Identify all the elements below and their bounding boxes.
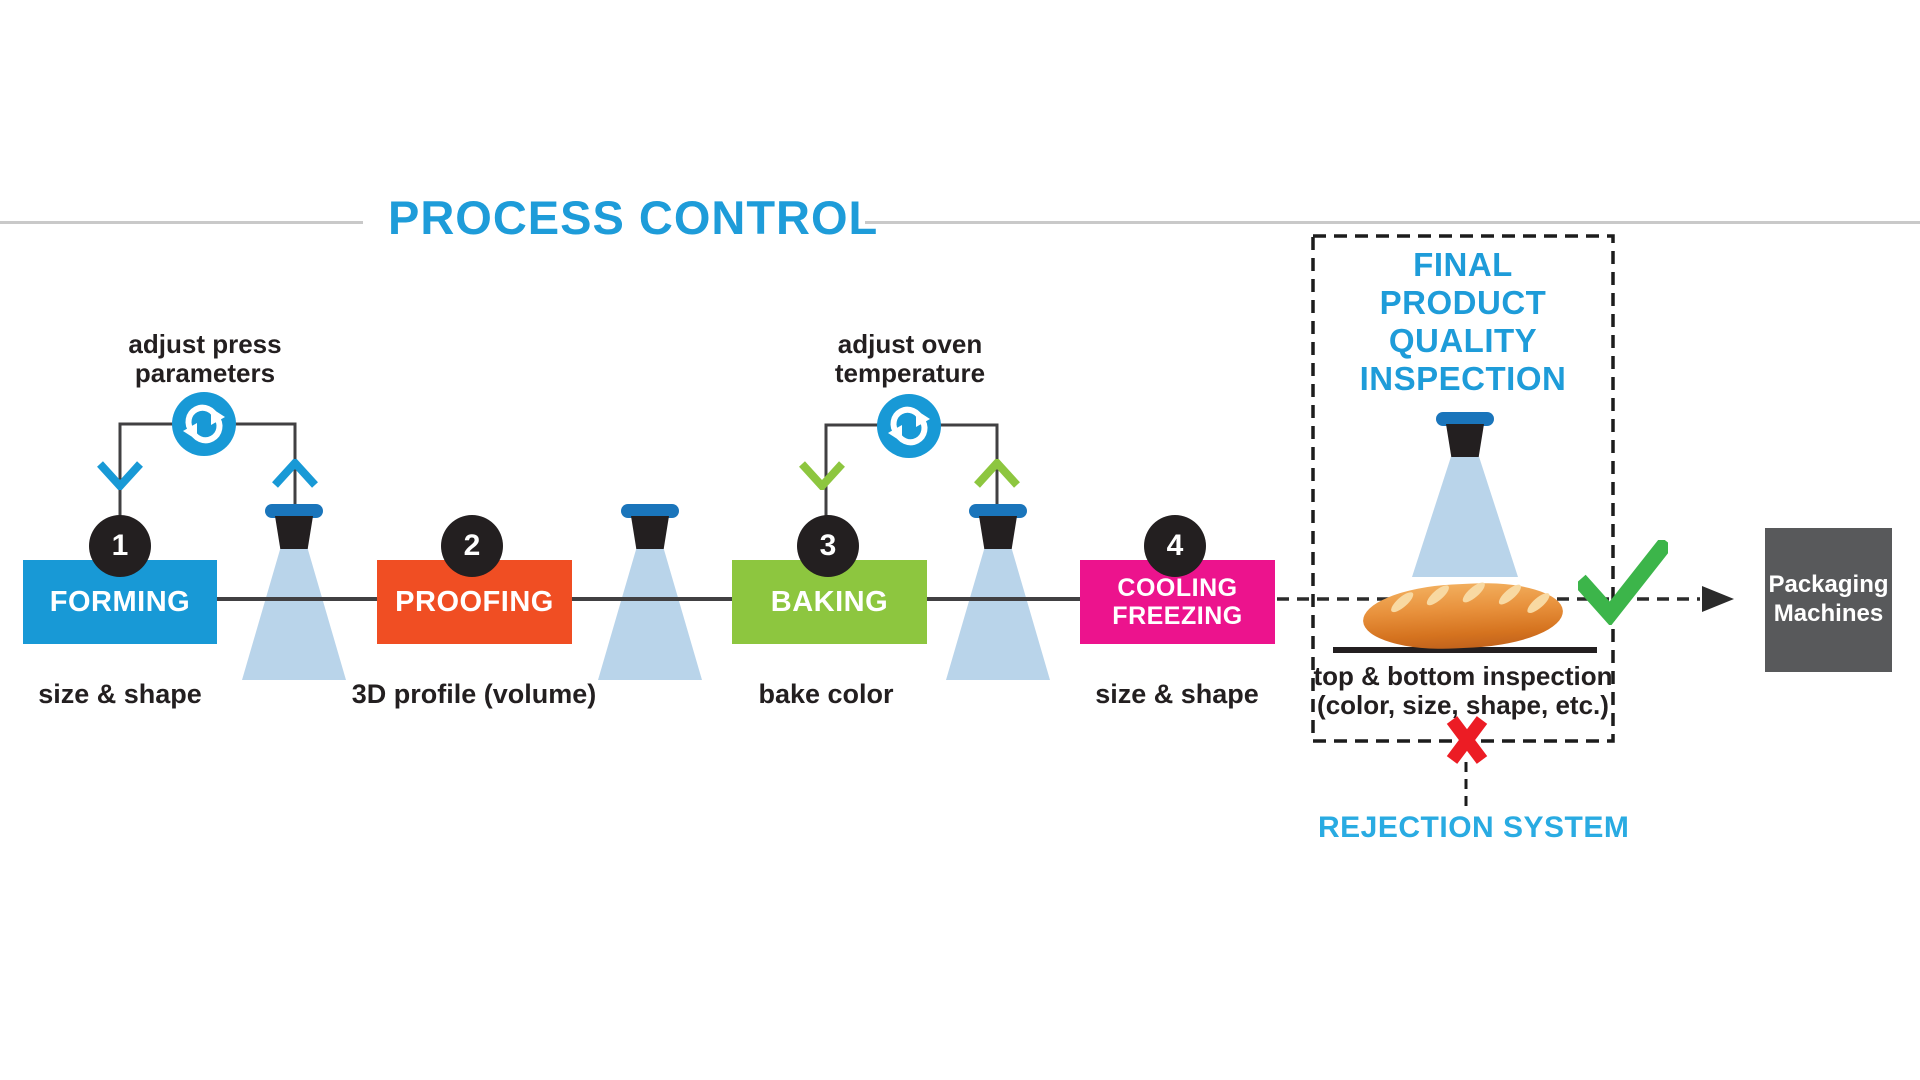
feedback-label-line: parameters [134, 358, 276, 389]
inspection-title-line: FINAL [1413, 246, 1513, 283]
sync-icon [172, 392, 236, 456]
stage-label: PROOFING [395, 585, 554, 618]
stage-number-badge: 4 [1144, 515, 1206, 577]
stage-number: 3 [819, 529, 837, 562]
inspection-note: top & bottom inspection (color, size, sh… [1313, 662, 1613, 720]
stage-number-badge: 3 [797, 515, 859, 577]
inspection-title: FINAL PRODUCT QUALITY INSPECTION [1313, 246, 1613, 398]
chevron-down-arrow-icon [96, 460, 144, 492]
camera-body [1446, 424, 1484, 457]
chevron-up-arrow-icon [271, 457, 319, 489]
sync-icon [877, 394, 941, 458]
packaging-label-line: Packaging [1768, 571, 1889, 599]
inspection-note-line: (color, size, shape, etc.) [1317, 690, 1609, 720]
stage-number: 1 [111, 529, 129, 562]
flow-arrowhead-icon [1702, 586, 1734, 612]
camera-icon [265, 504, 323, 518]
pass-check-icon [1573, 536, 1674, 627]
bread-body [1361, 578, 1565, 654]
camera-body [631, 516, 669, 549]
title-rule-left [0, 221, 363, 224]
stage-box-cooling-freezing: COOLING FREEZING [1080, 560, 1275, 644]
inspection-title-line: QUALITY [1388, 322, 1538, 359]
inspection-title-line: INSPECTION [1359, 360, 1567, 397]
stage-number-badge: 1 [89, 515, 151, 577]
feedback-label-press: adjust press parameters [55, 329, 355, 389]
camera-icon [621, 504, 679, 518]
reject-x-icon [1446, 716, 1488, 764]
camera-icon [969, 504, 1027, 518]
stage-number: 2 [463, 529, 481, 562]
feedback-label-line: temperature [834, 358, 986, 389]
page-title: PROCESS CONTROL [388, 191, 879, 244]
stage-metric-label: 3D profile (volume) [351, 679, 597, 709]
stage-number: 4 [1166, 529, 1184, 562]
camera-body [979, 516, 1017, 549]
camera-icon [1436, 412, 1494, 426]
stage-number-badge: 2 [441, 515, 503, 577]
stage-metric-label: size & shape [38, 679, 202, 709]
stage-label: COOLING FREEZING [1112, 574, 1243, 630]
feedback-label-line: adjust press [128, 329, 282, 359]
stage-label: BAKING [770, 585, 889, 618]
inspection-title-line: PRODUCT [1379, 284, 1547, 321]
rejection-system-label: REJECTION SYSTEM [1318, 811, 1630, 844]
inspection-note-line: top & bottom inspection [1313, 661, 1613, 691]
packaging-label-line: Machines [1773, 600, 1884, 627]
feedback-label-line: adjust oven [837, 329, 983, 359]
chevron-down-arrow-icon [798, 460, 846, 492]
stage-metric-label: size & shape [1095, 679, 1259, 709]
title-rule-right [865, 221, 1920, 224]
chevron-up-arrow-icon [973, 457, 1021, 489]
stage-label: FORMING [49, 585, 191, 618]
packaging-machines-box: Packaging Machines [1765, 528, 1892, 672]
camera-body [275, 516, 313, 549]
stage-metric-label: bake color [758, 679, 894, 709]
feedback-label-oven: adjust oven temperature [760, 329, 1060, 389]
bread-loaf-image [1361, 578, 1565, 654]
